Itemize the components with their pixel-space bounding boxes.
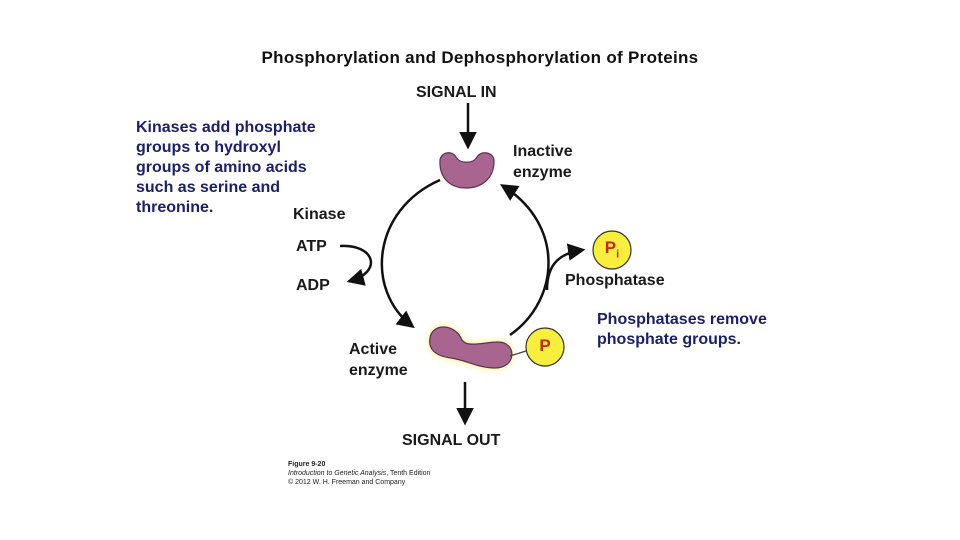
phosphatase-arrow bbox=[500, 184, 550, 337]
kinase-arrow bbox=[380, 178, 441, 329]
atp-adp-arrow bbox=[339, 244, 373, 286]
phosphate-bond bbox=[509, 350, 527, 357]
pi-subscript: i bbox=[616, 248, 620, 261]
signal-out-label: SIGNAL OUT bbox=[402, 432, 501, 449]
adp-label: ADP bbox=[296, 277, 330, 294]
signal-in-label: SIGNAL IN bbox=[416, 84, 497, 101]
active-label-line2: enzyme bbox=[349, 362, 408, 379]
page-title: Phosphorylation and Dephosphorylation of… bbox=[261, 48, 699, 67]
phosphatase-note-line: Phosphatases remove bbox=[597, 311, 767, 328]
book-edition: , Tenth Edition bbox=[386, 470, 431, 477]
pi-circle bbox=[592, 230, 632, 270]
kinase-note-line: groups of amino acids bbox=[136, 159, 307, 176]
kinase-note-line: threonine. bbox=[136, 199, 214, 216]
phosphatase-note-line: phosphate groups. bbox=[597, 331, 741, 348]
phosphate-letter: P bbox=[539, 336, 551, 355]
pi-letter: P bbox=[604, 238, 617, 257]
pi-label: Pi bbox=[593, 238, 631, 260]
atp-label: ATP bbox=[296, 238, 327, 255]
pi-release-arrow bbox=[545, 243, 586, 291]
kinase-note-line: groups to hydroxyl bbox=[136, 139, 281, 156]
copyright-line: © 2012 W. H. Freeman and Company bbox=[288, 479, 406, 486]
kinase-note: Kinases add phosphate groups to hydroxyl… bbox=[136, 118, 316, 218]
phosphate-circle bbox=[525, 327, 565, 367]
active-label-line1: Active bbox=[349, 341, 398, 358]
book-title: Introduction to Genetic Analysis bbox=[288, 470, 387, 477]
inactive-enzyme-shape bbox=[439, 152, 495, 189]
figure-number: Figure 9-20 bbox=[288, 461, 326, 468]
active-enzyme-shape bbox=[429, 326, 513, 369]
phosphatase-label: Phosphatase bbox=[565, 272, 665, 289]
kinase-note-line: such as serine and bbox=[136, 179, 281, 196]
phosphatase-note: Phosphatases remove phosphate groups. bbox=[597, 310, 767, 350]
figure-caption: Figure 9-20 Introduction to Genetic Anal… bbox=[288, 460, 430, 487]
phosphate-label: P bbox=[526, 336, 564, 356]
kinase-note-line: Kinases add phosphate bbox=[136, 119, 316, 136]
inactive-label-line1: Inactive bbox=[513, 143, 573, 160]
kinase-label: Kinase bbox=[293, 206, 346, 223]
inactive-label-line2: enzyme bbox=[513, 164, 572, 181]
